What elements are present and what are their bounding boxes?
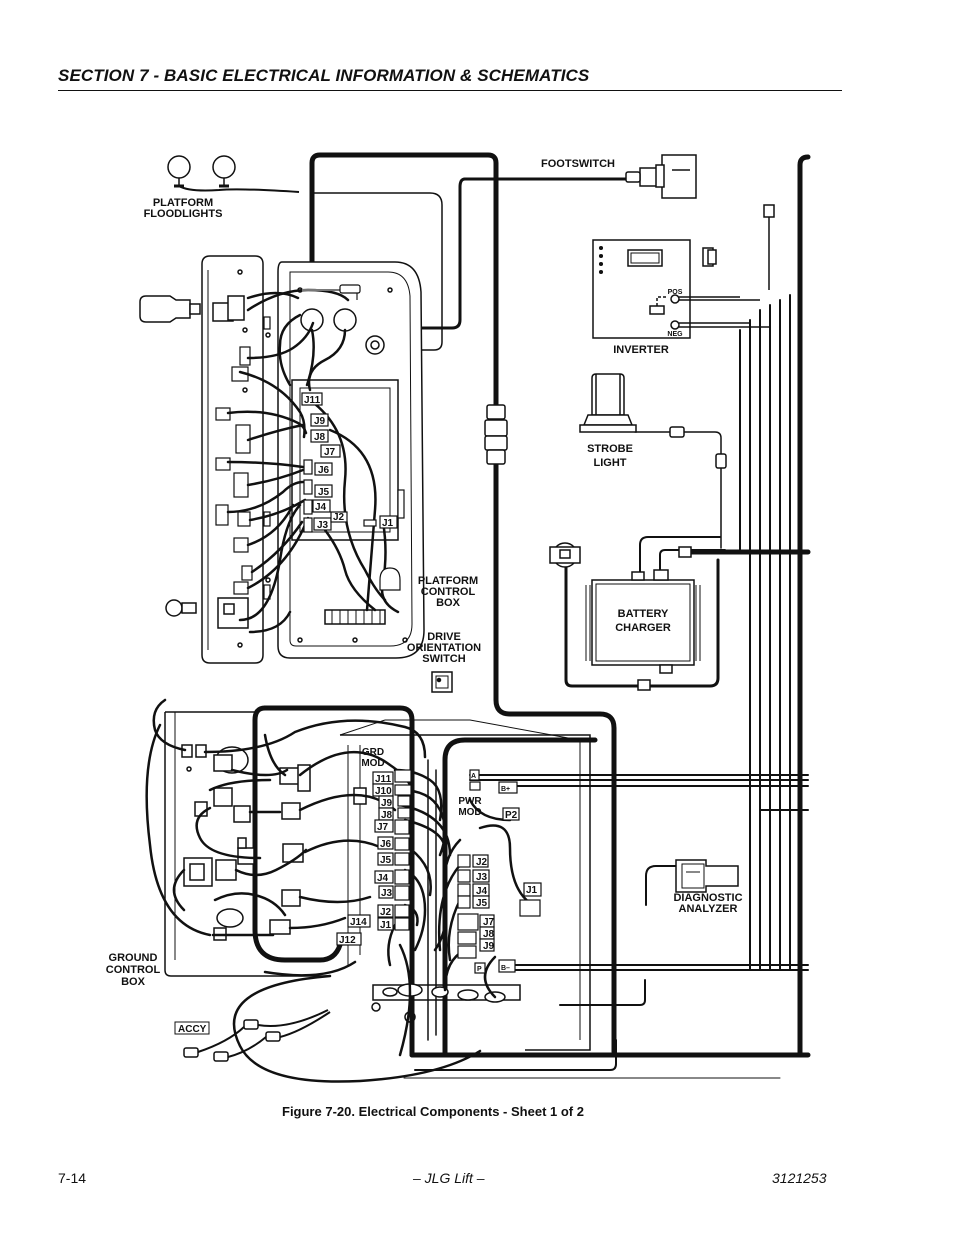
accessory-plugs [183,1009,331,1062]
platform-jack-J11: J11 [304,395,321,406]
pwr-mod-terminals [457,769,542,974]
ground-control-box-label-1: GROUND [109,952,158,964]
inverter-pos-label: POS [668,289,683,296]
platform-jack-J1: J1 [382,518,394,529]
page-number: 7-14 [58,1170,87,1186]
platform-wiring [226,288,400,634]
drive-orientation-switch-label-3: SWITCH [422,653,465,665]
pwr-mod-label-1: PWR [458,796,482,807]
battery-charger [585,546,701,691]
grd-mod-jack-J8: J8 [381,810,393,821]
pwr-mod-a-label: A [471,773,476,780]
platform-jack-J9: J9 [314,416,326,427]
platform-switches [215,316,271,600]
strobe-light-label-2: LIGHT [594,457,627,469]
charger-plug [549,542,581,568]
grd-mod-jack-J11: J11 [375,774,392,785]
grd-mod-jack-J14: J14 [350,917,367,928]
drive-orientation-switch-label-2: ORIENTATION [407,642,481,654]
pwr-mod-b-minus-label: B– [501,965,510,972]
figure-caption: Figure 7-20. Electrical Components - She… [282,1104,584,1119]
platform-control-box-label-2: CONTROL [421,586,476,598]
pwr-mod-label-2: MOD [458,807,481,818]
platform-jack-J4: J4 [315,502,327,513]
ground-control-box-label-2: CONTROL [106,964,161,976]
grd-mod-jack-J5: J5 [380,855,392,866]
harness-connector [484,404,508,465]
section-title: SECTION 7 - BASIC ELECTRICAL INFORMATION… [58,66,590,85]
ground-control-grommets [382,983,506,1003]
platform-control-box-label-3: BOX [436,597,461,609]
platform-jack-J8: J8 [314,432,326,443]
grd-mod-label-2: MOD [361,758,384,769]
grd-mod-jack-J1: J1 [380,920,392,931]
pwr-mod-jack-J1: J1 [526,885,538,896]
strobe-light-label-1: STROBE [587,443,633,455]
platform-control-box-label-1: PLATFORM [418,575,478,587]
platform-connector-strip [339,284,405,591]
pwr-mod-jack-J2: J2 [476,857,488,868]
platform-jack-J7: J7 [324,447,336,458]
grd-mod-jack-J3: J3 [381,888,393,899]
pwr-mod-jack-J9: J9 [483,941,495,952]
grd-mod-jack-J7: J7 [377,822,389,833]
battery-charger-label-2: CHARGER [615,622,671,634]
drive-orientation-switch [431,671,453,693]
pwr-mod-b-plus-label: B+ [501,786,510,793]
diagnostic-analyzer [656,859,739,893]
grd-mod-jack-J9: J9 [381,798,393,809]
platform-jack-J5: J5 [318,487,330,498]
inverter [592,239,770,339]
platform-jack-boxes [301,392,398,533]
pwr-mod-jack-J7: J7 [483,917,495,928]
upper-right-connector [702,204,775,290]
pwr-mod-jack-J5: J5 [476,898,488,909]
drive-orientation-switch-label-1: DRIVE [427,631,461,643]
inverter-neg-label: NEG [667,331,683,338]
header-rule [58,90,842,91]
platform-floodlights-label-2: FLOODLIGHTS [144,208,223,220]
grd-mod-jack-J4: J4 [377,873,389,884]
pwr-mod-p-label: P [477,966,482,973]
grd-mod-label-1: GRD [362,747,384,758]
accy-label: ACCY [178,1024,207,1035]
main-harness [252,152,811,1079]
inverter-label: INVERTER [613,344,669,356]
pwr-mod-jack-J4: J4 [476,886,488,897]
battery-charger-label-1: BATTERY [618,608,669,620]
grd-mod-jack-J2: J2 [380,907,392,918]
emergency-stop [165,597,249,629]
grd-mod-jack-J10: J10 [375,786,392,797]
footer-publisher: – JLG Lift – [413,1170,485,1186]
pwr-mod-jack-J3: J3 [476,872,488,883]
grd-mod-jack-J12: J12 [339,935,356,946]
pwr-mod-p2-label: P2 [505,810,518,821]
platform-floodlights [167,155,300,193]
platform-floodlights-label-1: PLATFORM [153,197,213,209]
grd-mod-jack-boxes [336,769,412,946]
grd-mod-jack-J6: J6 [380,839,392,850]
diagnostic-analyzer-label-1: DIAGNOSTIC [673,892,742,904]
platform-jack-J2: J2 [333,512,345,523]
joystick [139,295,245,323]
platform-jack-J3: J3 [317,520,329,531]
document-number: 3121253 [772,1170,827,1186]
diagnostic-analyzer-label-2: ANALYZER [679,903,738,915]
ground-control-box-housing [164,711,591,1051]
accy-label-box [174,1021,210,1035]
strobe-light [579,373,727,469]
ground-control-box-label-3: BOX [121,976,146,988]
platform-jack-J6: J6 [318,465,330,476]
pwr-mod-jack-J8: J8 [483,929,495,940]
footswitch-label: FOOTSWITCH [541,158,615,170]
footswitch [625,154,697,199]
